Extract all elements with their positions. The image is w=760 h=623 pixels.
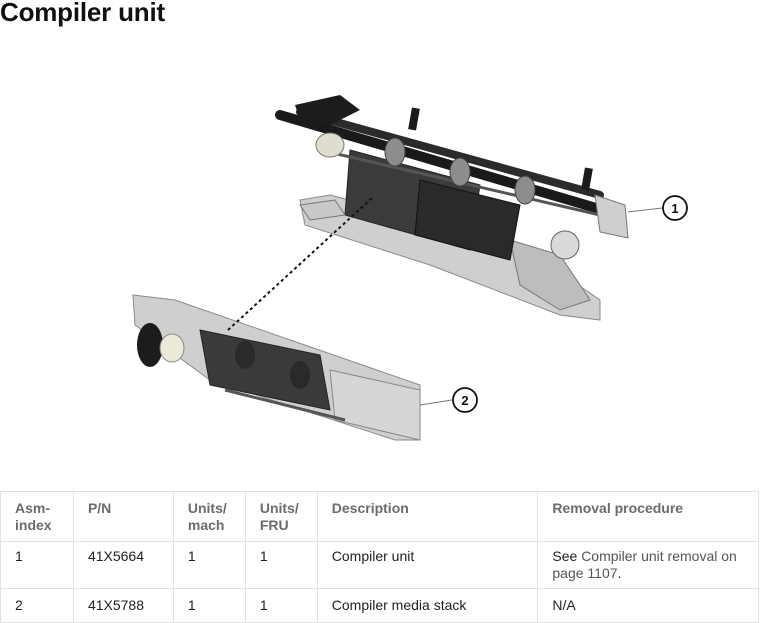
- cell-asm-index: 1: [0, 541, 74, 589]
- table-row: 1 41X5664 1 1 Compiler unit See Compiler…: [0, 541, 759, 589]
- table-header-row: Asm- index P/N Units/ mach Units/ FRU De…: [0, 491, 759, 542]
- compiler-media-stack-drawing: [132, 294, 421, 441]
- cell-removal-procedure: N/A: [537, 588, 759, 623]
- exploded-view-illustration: 1 2: [132, 95, 688, 441]
- removal-prefix: See: [552, 548, 582, 564]
- callout-2-label: 2: [461, 393, 468, 408]
- cell-units-fru: 1: [244, 541, 318, 589]
- cell-pn: 41X5788: [72, 588, 174, 623]
- header-removal-procedure: Removal procedure: [537, 491, 759, 542]
- header-units-mach: Units/ mach: [172, 491, 246, 542]
- cell-units-fru: 1: [244, 588, 318, 623]
- connector-dashed-line: [227, 197, 373, 331]
- callout-2: [452, 387, 478, 413]
- header-asm-index: Asm- index: [0, 491, 74, 542]
- cell-pn: 41X5664: [72, 541, 174, 589]
- cell-description: Compiler unit: [316, 541, 539, 589]
- table-row: 2 41X5788 1 1 Compiler media stack N/A: [0, 588, 759, 623]
- removal-suffix: .: [617, 565, 622, 581]
- header-pn: P/N: [72, 491, 174, 542]
- callout-1: [662, 195, 688, 221]
- removal-prefix: N/A: [552, 597, 576, 613]
- cell-removal-procedure: See Compiler unit removal on page 1107.: [537, 541, 759, 589]
- cell-asm-index: 2: [0, 588, 74, 623]
- compiler-unit-drawing: [275, 95, 629, 321]
- removal-procedure-link[interactable]: Compiler unit removal on page 1107: [552, 548, 737, 581]
- page-title: Compiler unit: [0, 0, 165, 27]
- cell-description: Compiler media stack: [316, 588, 539, 623]
- parts-table: Asm- index P/N Units/ mach Units/ FRU De…: [0, 491, 759, 623]
- cell-units-mach: 1: [172, 588, 246, 623]
- header-description: Description: [316, 491, 539, 542]
- cell-units-mach: 1: [172, 541, 246, 589]
- callout-1-label: 1: [671, 201, 678, 216]
- header-units-fru: Units/ FRU: [244, 491, 318, 542]
